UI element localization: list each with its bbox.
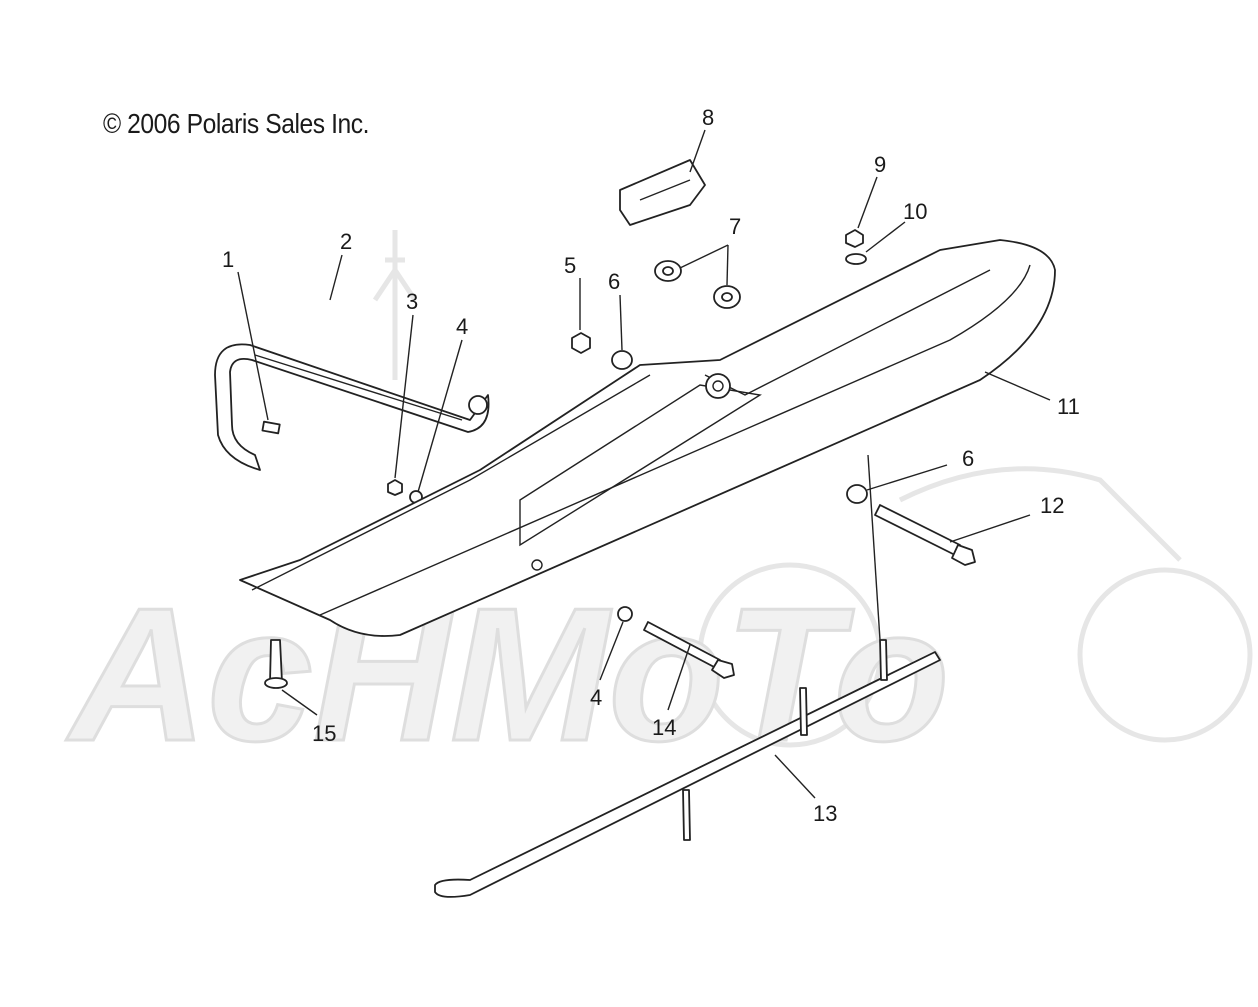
copyright-notice: © 2006 Polaris Sales Inc.	[103, 108, 370, 139]
nut-and-washer	[571, 332, 633, 370]
callout-1: 1	[222, 247, 234, 272]
callouts: 1 2 3 4 5 6 7 8 9 10 11 6 12 4 14 15 13	[222, 105, 1080, 826]
callout-6-lower: 6	[962, 446, 974, 471]
callout-9: 9	[874, 152, 886, 177]
top-nut-washer	[845, 229, 867, 265]
callout-3: 3	[406, 289, 418, 314]
callout-13: 13	[813, 801, 837, 826]
wear-bar	[434, 639, 941, 898]
callout-10: 10	[903, 199, 927, 224]
watermark-spire	[372, 230, 418, 380]
ski-handle-loop	[214, 343, 490, 471]
callout-2: 2	[340, 229, 352, 254]
callout-12: 12	[1040, 493, 1064, 518]
callout-8: 8	[702, 105, 714, 130]
callout-7: 7	[729, 214, 741, 239]
callout-15: 15	[312, 721, 336, 746]
leader-lines	[237, 129, 1051, 799]
small-nut-washer	[387, 479, 423, 504]
watermark: AcHMoTo	[65, 230, 1253, 783]
ski-body	[239, 239, 1056, 637]
watermark-wheel-rear	[1077, 567, 1253, 743]
washer-lower	[846, 484, 868, 504]
bumper-pad	[619, 159, 706, 226]
bolt-long	[874, 504, 976, 566]
callout-6: 6	[608, 269, 620, 294]
washer-small-lower	[617, 606, 633, 622]
callout-5: 5	[564, 253, 576, 278]
callout-14: 14	[652, 715, 676, 740]
callout-4: 4	[456, 314, 468, 339]
watermark-text: AcHMoTo	[66, 569, 950, 781]
bushings	[654, 260, 741, 309]
handle-clip	[261, 420, 281, 435]
pin	[264, 639, 288, 689]
callout-4-lower: 4	[590, 685, 602, 710]
callout-11: 11	[1057, 394, 1080, 419]
bolt-short	[643, 621, 735, 679]
watermark-bike-frame	[898, 466, 1182, 562]
